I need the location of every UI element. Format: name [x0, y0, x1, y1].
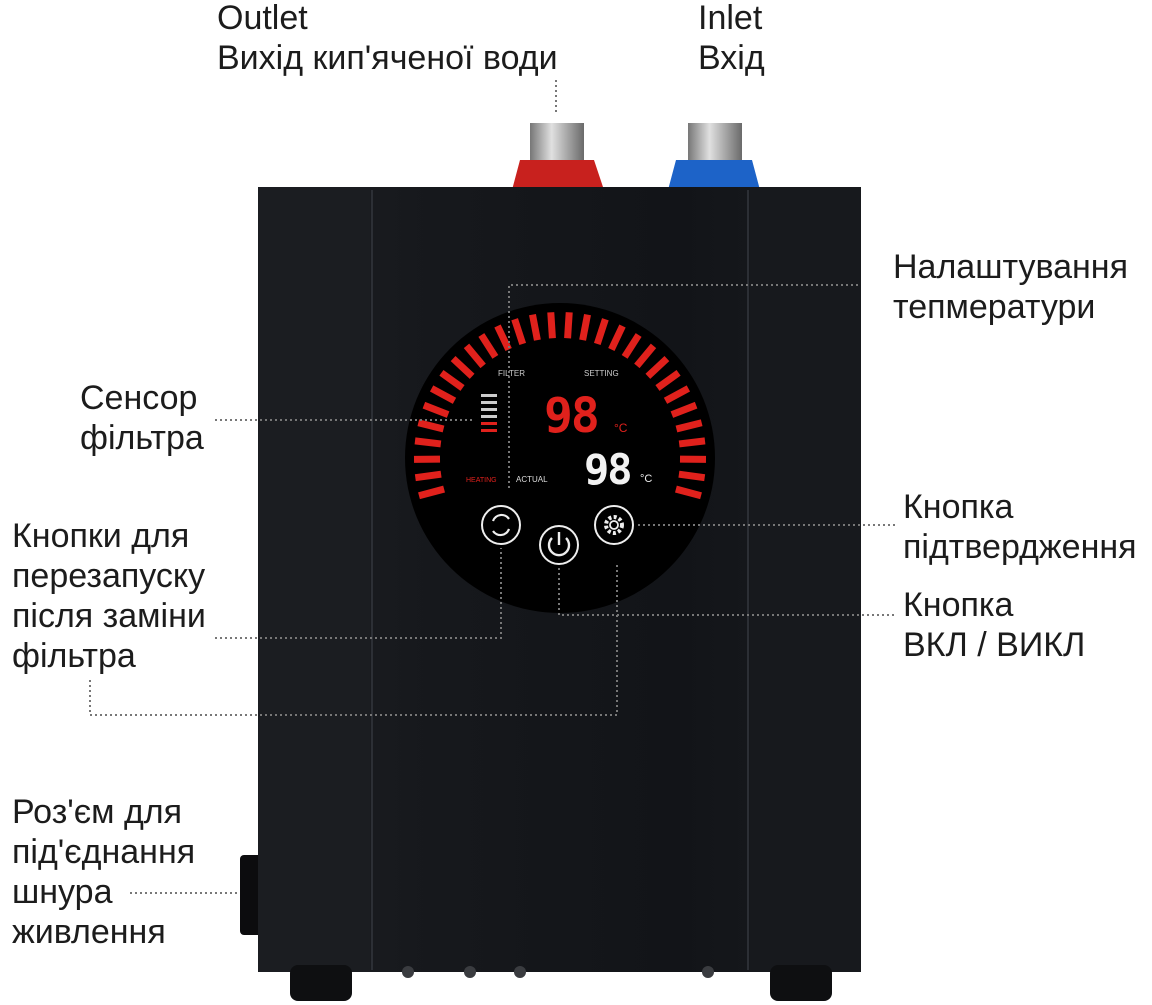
reset-buttons-line-4: фільтра — [12, 637, 136, 675]
confirm-button-label: Кнопка підтвердження — [903, 487, 1137, 567]
gauge-segment — [608, 324, 626, 352]
filter-sensor-label: Сенсор фільтра — [80, 378, 204, 458]
confirm-button[interactable] — [594, 505, 634, 545]
temp-setting-line-1: Налаштування — [893, 248, 1128, 286]
reset-buttons-line-2: перезапуску — [12, 557, 206, 595]
temperature-gauge — [413, 312, 707, 500]
power-icon — [547, 532, 571, 557]
gauge-segment — [429, 385, 457, 404]
gauge-segment — [663, 385, 691, 404]
gauge-segment — [621, 333, 642, 359]
gauge-segment — [579, 313, 591, 341]
power-button-label: Кнопка ВКЛ / ВИКЛ — [903, 585, 1085, 665]
gauge-segment — [439, 369, 465, 391]
actual-label: ACTUAL — [516, 475, 548, 484]
power-button-line-1: Кнопка — [903, 586, 1014, 624]
confirm-button-line-1: Кнопка — [903, 488, 1014, 526]
power-socket — [240, 855, 262, 935]
gauge-segment — [414, 437, 442, 448]
filter-sensor-line-1: Сенсор — [80, 379, 198, 417]
gauge-segment — [422, 401, 450, 418]
actual-temperature-value: 98 — [584, 445, 631, 494]
gauge-segment — [634, 343, 657, 369]
gauge-segment — [655, 369, 681, 391]
outlet-fitting — [512, 123, 604, 190]
filter-level-indicator — [481, 394, 497, 432]
inlet-label-uk: Вхід — [698, 39, 765, 77]
outlet-label: Outlet Вихід кип'яченої води — [217, 0, 558, 78]
gear-icon — [604, 515, 624, 535]
setting-label: SETTING — [584, 369, 619, 378]
power-socket-label: Роз'єм для під'єднання шнура живлення — [12, 792, 195, 952]
temp-setting-label: Налаштування тепмератури — [893, 247, 1128, 327]
gauge-segment — [511, 318, 527, 346]
power-socket-line-4: живлення — [12, 913, 166, 951]
setting-temperature-unit: °C — [614, 421, 628, 435]
gauge-segment — [494, 324, 512, 352]
inlet-label-en: Inlet — [698, 0, 763, 37]
gauge-segment — [529, 313, 541, 341]
gauge-segment — [417, 419, 445, 433]
heating-label: HEATING — [466, 477, 497, 484]
power-socket-line-1: Роз'єм для — [12, 793, 183, 831]
power-button-line-2: ВКЛ / ВИКЛ — [903, 626, 1086, 664]
setting-temperature-value: 98 — [544, 388, 598, 444]
reset-buttons-line-1: Кнопки для — [12, 517, 190, 555]
inlet-label: Inlet Вхід — [698, 0, 765, 78]
gauge-segment — [678, 470, 706, 482]
filter-label: FILTER — [498, 369, 525, 378]
gauge-segment — [593, 318, 609, 346]
gauge-segment — [564, 312, 573, 339]
actual-temperature-unit: °C — [640, 473, 652, 485]
leader-lines — [89, 80, 896, 894]
refresh-circle-icon — [491, 513, 511, 537]
temp-setting-line-2: тепмератури — [893, 288, 1096, 326]
gauge-segment — [670, 401, 698, 418]
filter-sensor-line-2: фільтра — [80, 419, 204, 457]
gauge-segment — [645, 355, 670, 379]
power-socket-line-3: шнура — [12, 873, 113, 911]
gauge-segment — [414, 470, 442, 482]
reset-buttons-line-3: після заміни — [12, 597, 206, 635]
gauge-segment — [675, 485, 702, 500]
gauge-segment — [678, 437, 706, 448]
inlet-fitting — [668, 123, 760, 190]
control-panel: FILTER SETTING 98 °C HEATING ACTUAL 98 °… — [405, 303, 715, 613]
filter-reset-button[interactable] — [481, 505, 521, 545]
confirm-button-line-2: підтвердження — [903, 528, 1137, 566]
gauge-segment — [418, 485, 445, 500]
reset-buttons-label: Кнопки для перезапуску після заміни філь… — [12, 516, 206, 676]
gauge-segment — [463, 343, 486, 369]
gauge-segment — [478, 333, 499, 359]
gauge-segment — [450, 355, 475, 379]
gauge-segment — [675, 419, 703, 433]
power-socket-line-2: під'єднання — [12, 833, 196, 871]
gauge-segment — [547, 312, 556, 339]
outlet-label-uk: Вихід кип'яченої води — [217, 39, 558, 77]
outlet-label-en: Outlet — [217, 0, 308, 37]
power-button[interactable] — [539, 525, 579, 565]
